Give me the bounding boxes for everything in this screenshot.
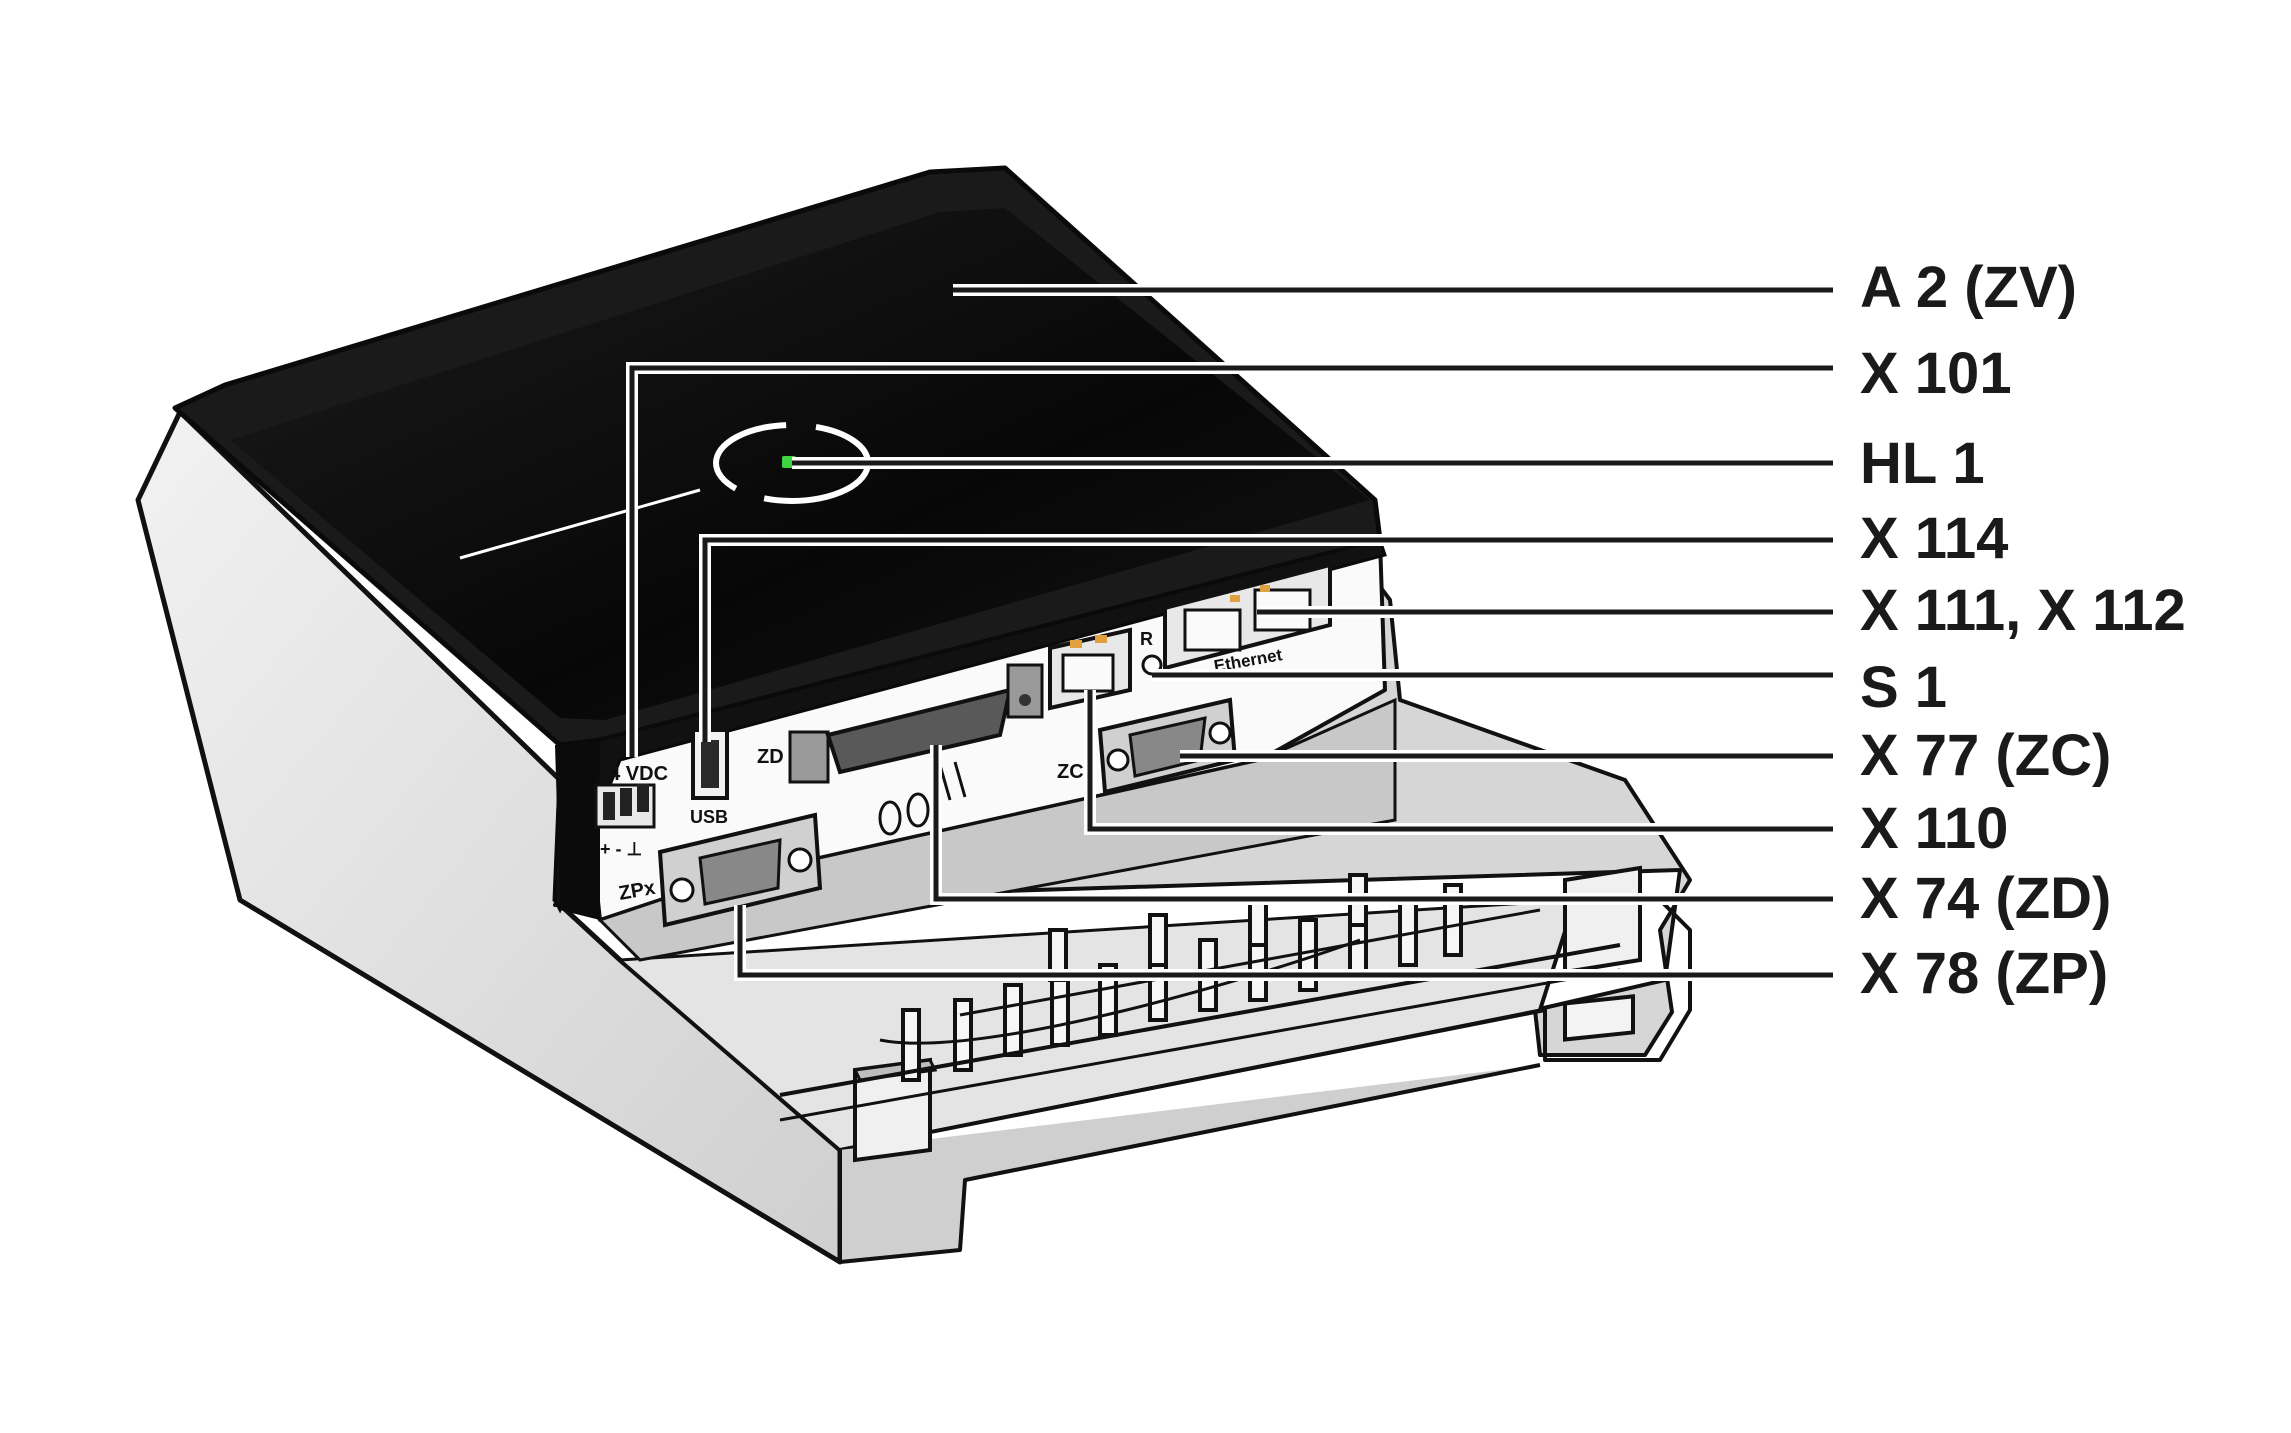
callout-x111-x112: X 111, X 112: [1860, 578, 2186, 643]
callout-hl1: HL 1: [1860, 431, 1985, 496]
callout-x114: X 114: [1860, 506, 2008, 571]
callout-x77: X 77 (ZC): [1860, 723, 2111, 788]
ethernet-ports-x111-x112: Ethernet: [1163, 562, 1332, 676]
callout-x74: X 74 (ZD): [1860, 866, 2111, 931]
power-label: 24 VDC: [598, 763, 668, 785]
leader-x78: [737, 905, 1833, 978]
leader-x101: [629, 365, 1833, 757]
callout-labels: A 2 (ZV) X 101 HL 1 X 114 X 111, X 112 S…: [1860, 255, 2186, 1006]
callout-x101: X 101: [1860, 341, 2012, 406]
power-terminal-x101: 24 VDC + - ⊥: [594, 763, 668, 859]
leader-x110: [1087, 690, 1833, 832]
reset-label: R: [1140, 629, 1153, 649]
callout-a2: A 2 (ZV): [1860, 255, 2077, 320]
leader-x114: [702, 537, 1833, 742]
leader-x74: [933, 745, 1833, 902]
parallel-port-x74: ZD: [757, 663, 1044, 836]
zc-label: ZC: [1057, 761, 1084, 783]
zd-label: ZD: [757, 746, 784, 768]
callout-s1: S 1: [1860, 655, 1947, 720]
callout-x110: X 110: [1860, 796, 2008, 861]
serial-port-x77: ZC: [1057, 697, 1238, 795]
usb-port-x114: USB: [690, 728, 729, 827]
usb-label: USB: [690, 807, 728, 827]
serial-port-x78: ZPx: [617, 812, 823, 928]
polarity-label: + - ⊥: [600, 839, 642, 859]
callout-x78: X 78 (ZP): [1860, 941, 2108, 1006]
leader-lines: [626, 284, 1833, 981]
